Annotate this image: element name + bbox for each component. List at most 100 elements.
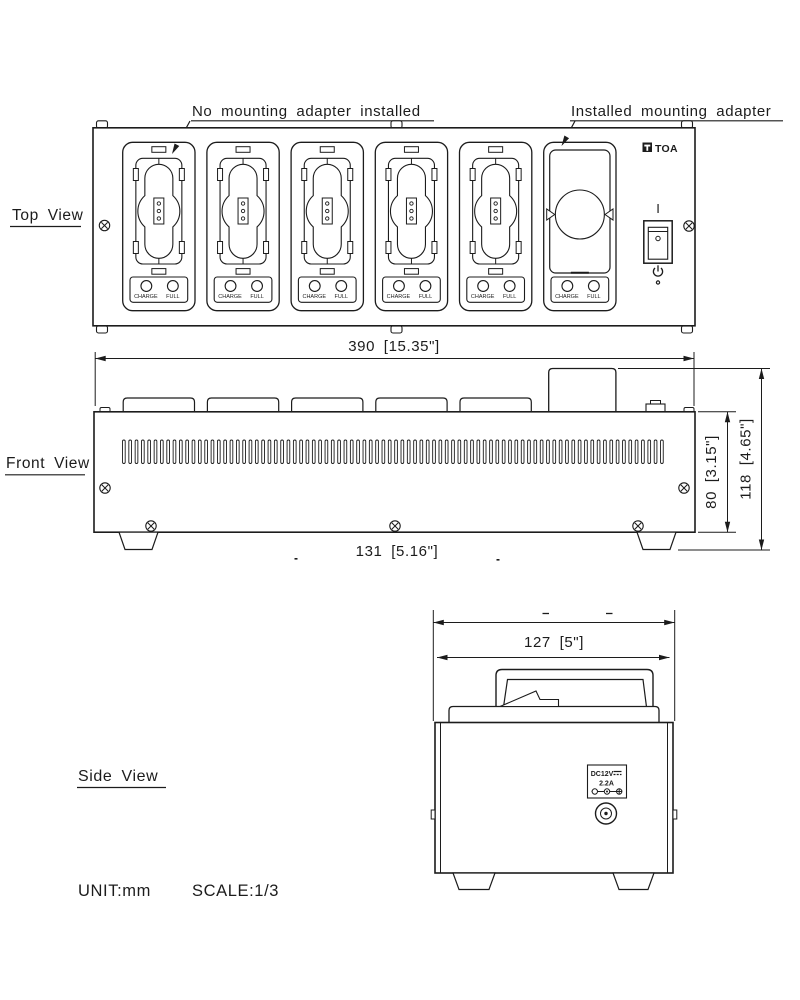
power-symbol-arc (652, 267, 664, 277)
vent-slot (546, 439, 550, 464)
vent-slot (463, 439, 468, 464)
switch-rocker (647, 226, 669, 260)
vent-slot (160, 439, 164, 464)
vent-slot (299, 439, 303, 464)
charge-led-label: CHARGE (555, 294, 579, 300)
chassis-tab (95, 120, 109, 129)
well-clip (217, 241, 224, 254)
charge-led (561, 280, 574, 292)
slot-bump (291, 397, 364, 412)
vent-slot (501, 439, 506, 464)
vent-slot (261, 439, 265, 464)
vent-slot (400, 439, 405, 464)
vent-slot (210, 439, 215, 464)
slot-bump (206, 397, 280, 412)
vent-slot (508, 439, 512, 464)
vent-slot (482, 439, 487, 464)
vent-slot (179, 439, 183, 464)
screw-cross (685, 222, 693, 230)
screw-cross (101, 222, 108, 229)
well-clip (431, 241, 438, 254)
well-clip (217, 168, 224, 181)
screw-cross (391, 522, 399, 530)
vent-slot (216, 439, 221, 464)
vent-slot (362, 439, 367, 464)
vent-slot (141, 439, 145, 464)
front-top-bumps (122, 367, 617, 412)
well-clip (347, 241, 354, 254)
well-clip (347, 168, 354, 181)
dim-mark (294, 558, 298, 560)
vent-slot (387, 439, 392, 464)
side-tab-right (672, 809, 678, 820)
dim-80-text: 80 [3.15"] (703, 435, 720, 509)
arrowhead-icon (758, 368, 765, 379)
vent-slot (622, 439, 626, 464)
adapter-bump (548, 367, 617, 412)
contact-pin (156, 201, 162, 206)
side-foot-left (452, 872, 496, 891)
dim-mark (496, 559, 500, 561)
vent-slot (394, 439, 398, 464)
vent-slot (191, 439, 196, 464)
vent-slot (596, 439, 601, 464)
switch-rocker-dot (655, 235, 661, 242)
top-view: Top View No mounting adapter installed I… (10, 103, 783, 334)
contact-pin (409, 201, 414, 206)
vent-slot (305, 439, 310, 464)
contact-pin (493, 208, 498, 214)
well-clip (178, 168, 185, 181)
vent-slot (204, 439, 208, 464)
front-switch-bump (645, 400, 666, 413)
contact-pin (240, 216, 246, 221)
vent-slot (273, 439, 278, 464)
vent-slot (628, 439, 633, 464)
dc-symbol-icon (613, 770, 622, 776)
power-symbol-icon (652, 265, 664, 277)
screws (98, 219, 695, 532)
footer-notes: UNIT:mm SCALE:1/3 (78, 882, 278, 900)
switch-bump (645, 403, 666, 413)
contact-pin (409, 208, 414, 214)
arrowhead-icon (664, 619, 675, 626)
top-view-label: Top View (12, 207, 84, 224)
vent-slot (318, 439, 322, 464)
slot-latch-top (319, 146, 335, 153)
vent-slot (223, 439, 227, 464)
vent-slot (134, 439, 139, 464)
vent-slot (406, 439, 411, 464)
well-clip (385, 168, 392, 181)
charge-led (308, 280, 321, 292)
dim-131-text: 131 [5.16"] (356, 543, 439, 560)
callout-no-adapter: No mounting adapter installed (192, 103, 421, 120)
adapter-arrow-right (604, 208, 614, 221)
adapter-opening (554, 189, 605, 240)
switch-on-mark: I (656, 201, 660, 216)
contact-pin (156, 208, 162, 214)
arrowhead-icon (433, 619, 444, 626)
vent-slot (514, 439, 519, 464)
slot-bump (122, 397, 196, 412)
well-clip (385, 241, 392, 254)
polarity-left-circle (591, 788, 598, 795)
vent-slot (254, 439, 259, 464)
full-led (166, 280, 179, 292)
screw-icon (389, 520, 401, 532)
slot-latch-top (403, 146, 419, 153)
slot-latch-bottom (488, 268, 504, 275)
dimension-side-overall (432, 610, 676, 721)
arrowhead-icon (95, 355, 106, 362)
vent-slot (375, 439, 379, 464)
vent-slot (337, 439, 341, 464)
well-clip (263, 241, 270, 254)
side-view-chassis (434, 721, 674, 874)
vent-slot (609, 439, 614, 464)
vent-slot (242, 439, 246, 464)
vent-slot (457, 439, 462, 464)
side-foot-right (612, 872, 655, 891)
vent-slot (248, 439, 253, 464)
